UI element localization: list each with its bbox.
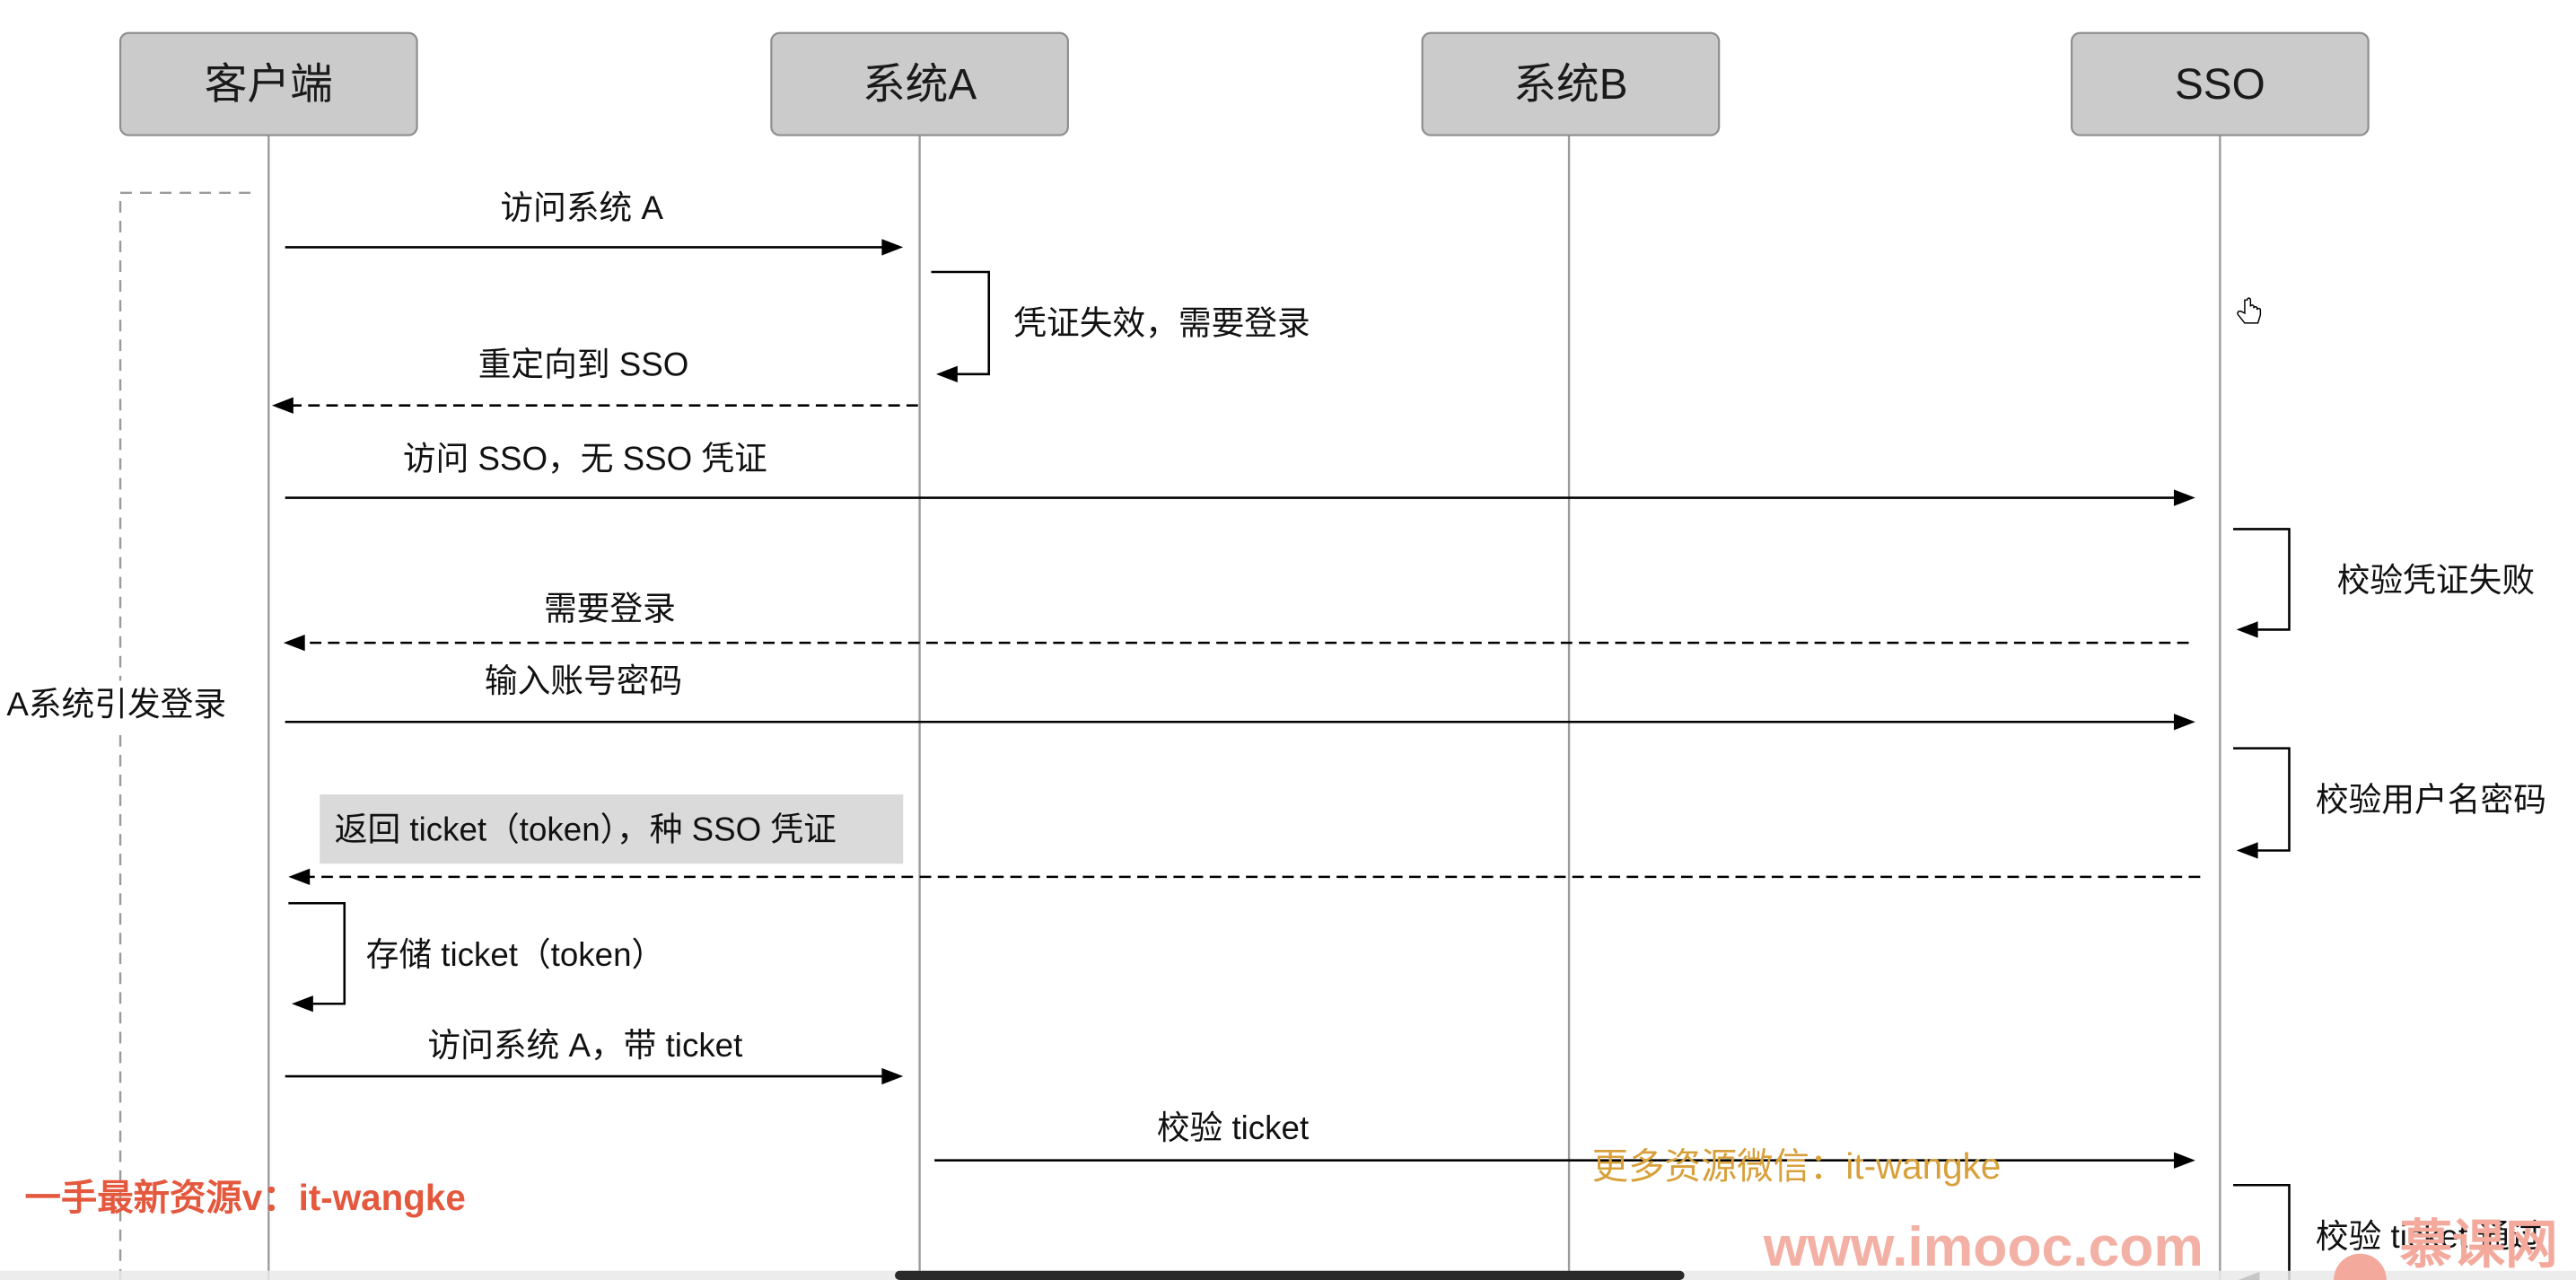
participant-box [1421, 31, 1721, 136]
message-access-system-a-with-ticket: 访问系统 A，带 ticket [285, 1027, 904, 1085]
arrowhead [271, 397, 294, 414]
arrowhead [881, 1067, 904, 1085]
arrowhead [2173, 489, 2195, 506]
arrowhead [935, 365, 958, 383]
message-label: 访问系统 A [500, 189, 663, 226]
message-label: 需要登录 [544, 590, 676, 627]
video-control-bar[interactable] [895, 1270, 1685, 1280]
participant-system-a: 系统A [770, 31, 1069, 136]
participant-label: SSO [2175, 61, 2265, 109]
message-label: 返回 ticket（token），种 SSO 凭证 [335, 811, 837, 847]
message-label: 校验凭证失败 [2337, 562, 2535, 599]
group-frame-border [118, 191, 251, 1280]
participant-box [770, 31, 1069, 136]
message-label: 重定向到 SSO [478, 346, 689, 383]
arrowhead [2236, 842, 2258, 859]
message-login-required: 需要登录 [283, 590, 2189, 652]
self-loop-line [2233, 528, 2291, 631]
message-access-system-a: 访问系统 A [285, 189, 904, 256]
message-return-ticket: 返回 ticket（token），种 SSO 凭证 [288, 794, 2201, 886]
arrowhead [2173, 1152, 2195, 1169]
self-loop-line [288, 901, 346, 1005]
arrowhead [881, 239, 904, 256]
participant-box [2071, 31, 2370, 136]
participant-box [118, 31, 418, 136]
message-verify-username-password: 校验用户名密码 [2233, 747, 2546, 859]
participant-label: 系统A [863, 61, 977, 109]
participant-system-b: 系统B [1421, 31, 1721, 136]
arrowhead [2236, 621, 2258, 638]
message-access-sso-no-credential: 访问 SSO，无 SSO 凭证 [285, 440, 2195, 506]
message-verify-credential-failed: 校验凭证失败 [2233, 528, 2535, 638]
message-label: 凭证失效，需要登录 [1013, 305, 1310, 342]
hand-pointer-icon [2237, 297, 2262, 324]
group-frame: A系统引发登录 [3, 191, 251, 1280]
self-loop-line [2233, 1183, 2291, 1280]
message-redirect-to-sso: 重定向到 SSO [271, 346, 918, 414]
watermark-center: 更多资源微信：it-wangke [1592, 1145, 2001, 1187]
message-label: 访问系统 A，带 ticket [427, 1027, 742, 1064]
watermark-logo-text: 慕课网 [2400, 1216, 2558, 1275]
arrowhead [288, 868, 311, 886]
message-label: 校验 ticket [1157, 1109, 1309, 1146]
message-label: 访问 SSO，无 SSO 凭证 [403, 440, 767, 477]
watermark-left: 一手最新资源v：it-wangke [25, 1177, 466, 1218]
imooc-logo-icon [2334, 1253, 2387, 1280]
message-credential-invalid: 凭证失效，需要登录 [931, 270, 1310, 383]
message-enter-credentials: 输入账号密码 [285, 662, 2195, 731]
message-label: 存储 ticket（token） [366, 936, 665, 973]
message-label: 校验 ticket 通过 [2316, 1218, 2543, 1255]
participant-label: 客户端 [205, 61, 333, 109]
self-loop-line [2233, 747, 2291, 852]
group-label: A系统引发登录 [6, 686, 226, 723]
participant-client: 客户端 [118, 31, 418, 136]
watermark-site-url: www.imooc.com [1763, 1215, 2204, 1278]
arrowhead [283, 634, 305, 652]
participant-label: 系统B [1513, 61, 1627, 109]
participant-sso: SSO [2071, 31, 2370, 136]
group-label-bg [3, 680, 234, 727]
message-label: 输入账号密码 [485, 662, 682, 699]
message-verify-ticket: 校验 ticket [934, 1109, 2195, 1169]
self-loop-line [931, 270, 991, 376]
highlight-box [320, 794, 904, 864]
message-label: 校验用户名密码 [2316, 781, 2546, 818]
arrowhead [292, 995, 313, 1013]
arrowhead [2173, 714, 2195, 731]
message-store-ticket: 存储 ticket（token） [288, 901, 665, 1013]
message-ticket-verified: 校验 ticket 通过 [2233, 1183, 2543, 1280]
